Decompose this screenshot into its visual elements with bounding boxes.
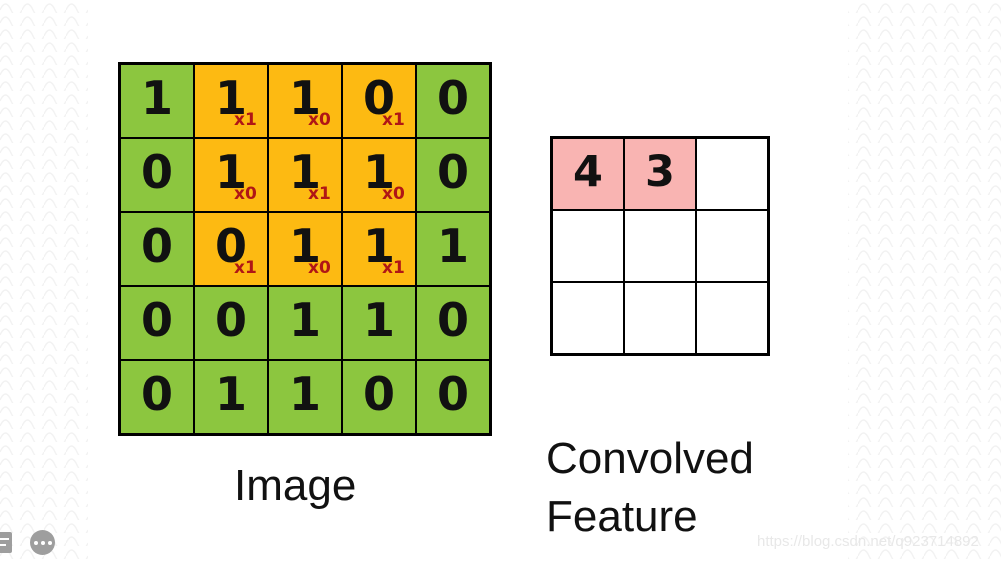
image-cell-r4c0: 0 (118, 359, 195, 436)
image-cell-r4c3: 0 (341, 359, 417, 436)
kernel-multiplier: x1 (234, 258, 257, 278)
more-options-icon[interactable] (30, 530, 55, 555)
feature-cell-r2c0 (550, 281, 625, 356)
image-cell-value: 0 (140, 145, 173, 199)
table-row: 0 1 1 0 0 (118, 359, 492, 436)
present-slide-icon[interactable] (0, 532, 12, 553)
convolved-feature-caption: Convolved Feature (546, 430, 754, 546)
image-cell-r0c2: 1 x0 (267, 62, 343, 139)
image-cell-r2c2: 1 x0 (267, 211, 343, 287)
image-cell-r1c4: 0 (415, 137, 492, 213)
feature-cell-r1c0 (550, 209, 625, 283)
kernel-multiplier: x0 (382, 184, 405, 204)
feature-cell-r0c2 (695, 136, 770, 211)
image-cell-value: 1 (288, 367, 321, 421)
image-cell-r1c0: 0 (118, 137, 195, 213)
feature-cell-r2c2 (695, 281, 770, 356)
image-cell-r4c2: 1 (267, 359, 343, 436)
kernel-multiplier: x0 (234, 184, 257, 204)
feature-cell-r1c2 (695, 209, 770, 283)
image-cell-value: 0 (140, 293, 173, 347)
image-cell-r3c2: 1 (267, 285, 343, 361)
image-cell-r1c2: 1 x1 (267, 137, 343, 213)
image-matrix-caption: Image (234, 461, 357, 510)
image-cell-r2c0: 0 (118, 211, 195, 287)
table-row: 0 1 x0 1 x1 1 x0 0 (118, 137, 492, 213)
image-cell-r4c1: 1 (193, 359, 269, 436)
kernel-multiplier: x1 (308, 184, 331, 204)
image-cell-value: 0 (140, 219, 173, 273)
image-cell-r0c1: 1 x1 (193, 62, 269, 139)
image-cell-value: 1 (214, 367, 247, 421)
image-cell-r2c1: 0 x1 (193, 211, 269, 287)
kernel-multiplier: x1 (234, 110, 257, 130)
table-row: 4 3 (550, 136, 770, 211)
image-cell-r1c1: 1 x0 (193, 137, 269, 213)
image-cell-value: 1 (140, 71, 173, 125)
table-row (550, 209, 770, 283)
feature-cell-r1c1 (623, 209, 697, 283)
image-cell-r0c4: 0 (415, 62, 492, 139)
table-row: 0 0 1 1 0 (118, 285, 492, 361)
dot (47, 540, 52, 545)
image-cell-r4c4: 0 (415, 359, 492, 436)
table-row (550, 281, 770, 356)
image-cell-r3c3: 1 (341, 285, 417, 361)
feature-cell-value: 3 (645, 146, 675, 197)
image-cell-r2c4: 1 (415, 211, 492, 287)
image-cell-value: 0 (436, 145, 469, 199)
image-cell-value: 0 (436, 367, 469, 421)
feature-cell-r0c1: 3 (623, 136, 697, 211)
kernel-multiplier: x1 (382, 110, 405, 130)
feature-cell-r2c1 (623, 281, 697, 356)
image-cell-r3c0: 0 (118, 285, 195, 361)
image-cell-value: 0 (362, 367, 395, 421)
image-cell-value: 1 (436, 219, 469, 273)
feature-cell-r0c0: 4 (550, 136, 625, 211)
image-cell-r2c3: 1 x1 (341, 211, 417, 287)
url-watermark: https://blog.csdn.net/q923714892 (757, 533, 979, 550)
convolved-feature-matrix: 4 3 (550, 136, 770, 356)
image-cell-value: 1 (288, 293, 321, 347)
image-cell-value: 0 (436, 71, 469, 125)
caption-line-1: Convolved (546, 434, 754, 483)
bottom-toolbar (0, 530, 55, 555)
image-cell-r0c3: 0 x1 (341, 62, 417, 139)
kernel-multiplier: x1 (382, 258, 405, 278)
image-cell-r1c3: 1 x0 (341, 137, 417, 213)
image-cell-r3c1: 0 (193, 285, 269, 361)
image-cell-r3c4: 0 (415, 285, 492, 361)
image-matrix: 1 1 x1 1 x0 0 x1 0 (118, 62, 492, 436)
dot (40, 540, 45, 545)
feature-cell-value: 4 (573, 146, 603, 197)
table-row: 0 0 x1 1 x0 1 x1 1 (118, 211, 492, 287)
table-row: 1 1 x1 1 x0 0 x1 0 (118, 62, 492, 139)
kernel-multiplier: x0 (308, 110, 331, 130)
image-cell-value: 0 (214, 293, 247, 347)
dot (33, 540, 38, 545)
image-cell-value: 0 (140, 367, 173, 421)
image-cell-value: 0 (436, 293, 469, 347)
caption-line-2: Feature (546, 492, 698, 541)
image-cell-r0c0: 1 (118, 62, 195, 139)
kernel-multiplier: x0 (308, 258, 331, 278)
image-cell-value: 1 (362, 293, 395, 347)
